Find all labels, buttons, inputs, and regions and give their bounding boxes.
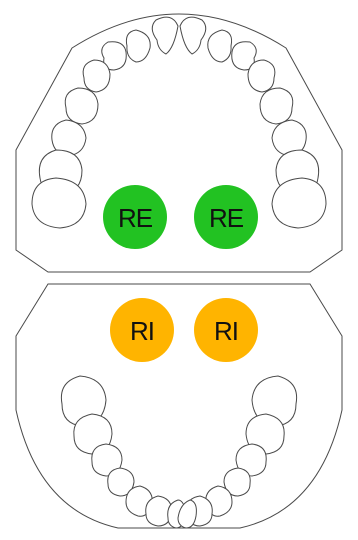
marker-lower-left-circle: [110, 298, 174, 362]
marker-upper-right-label: RE: [209, 203, 244, 233]
lower-tooth: [245, 413, 285, 455]
marker-lower-left[interactable]: RI: [110, 298, 174, 362]
upper-tooth: [64, 87, 99, 125]
marker-lower-right-circle: [194, 298, 258, 362]
upper-tooth: [271, 177, 327, 229]
upper-tooth: [179, 16, 207, 55]
upper-tooth: [151, 16, 179, 55]
lower-tooth: [235, 443, 267, 477]
upper-teeth: [31, 16, 327, 229]
upper-tooth: [31, 177, 87, 229]
lower-tooth: [251, 375, 298, 427]
lower-tooth: [223, 467, 251, 497]
lower-tooth: [107, 467, 135, 497]
marker-upper-left-circle: [103, 185, 167, 249]
marker-lower-right[interactable]: RI: [194, 298, 258, 362]
marker-upper-left-label: RE: [118, 203, 153, 233]
upper-tooth: [207, 29, 233, 63]
marker-upper-left[interactable]: RE: [103, 185, 167, 249]
lower-tooth: [91, 443, 123, 477]
lower-tooth: [60, 375, 107, 427]
upper-tooth: [125, 29, 151, 63]
marker-upper-right-circle: [194, 185, 258, 249]
lower-tooth: [177, 499, 197, 529]
marker-lower-right-label: RI: [214, 316, 238, 346]
lower-tooth: [73, 413, 113, 455]
upper-tooth: [259, 87, 294, 125]
upper-tooth: [247, 59, 276, 93]
lower-markers: RI RI: [110, 298, 258, 362]
upper-tooth: [82, 59, 111, 93]
upper-markers: RE RE: [103, 185, 258, 249]
marker-lower-left-label: RI: [130, 316, 154, 346]
marker-upper-right[interactable]: RE: [194, 185, 258, 249]
lower-teeth: [60, 375, 298, 529]
